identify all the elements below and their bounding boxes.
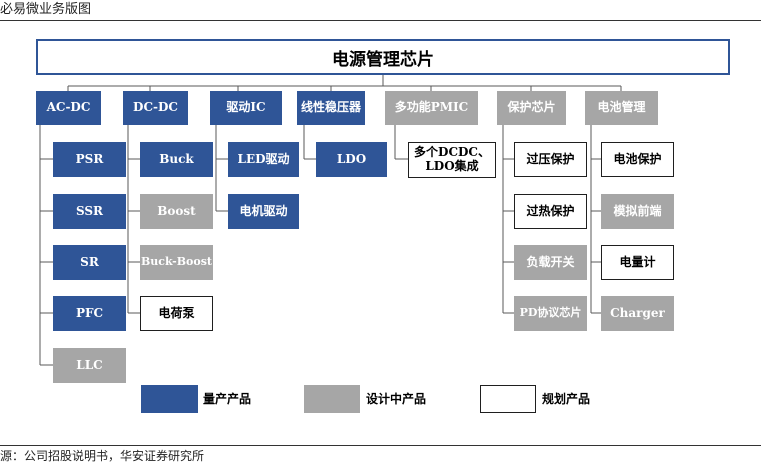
legend-label-planned: 规划产品 — [542, 392, 591, 406]
item-charger: Charger — [601, 296, 674, 331]
item-sr: SR — [53, 245, 126, 280]
item-battery-protection: 电池保护 — [601, 142, 674, 177]
category-drive-ic: 驱动IC — [210, 91, 282, 125]
item-charge-pump: 电荷泵 — [140, 296, 213, 331]
figure-caption: 必易微业务版图 — [0, 2, 92, 17]
item-boost: Boost — [140, 194, 213, 229]
item-buck: Buck — [140, 142, 213, 177]
legend-label-design: 设计中产品 — [366, 392, 427, 406]
item-buck-boost: Buck-Boost — [140, 245, 213, 280]
top-rule — [0, 20, 761, 21]
legend-swatch-production — [141, 385, 198, 413]
category-multi-function-pmic: 多功能PMIC — [385, 91, 478, 125]
legend-swatch-design — [304, 385, 360, 413]
legend-swatch-planned — [480, 385, 536, 413]
item-pd-protocol-chip: PD协议芯片 — [514, 296, 587, 331]
category-dc-dc: DC-DC — [123, 91, 188, 125]
category-linear-regulator: 线性稳压器 — [297, 91, 365, 125]
category-battery-management: 电池管理 — [585, 91, 658, 125]
item-pfc: PFC — [53, 296, 126, 331]
category-ac-dc: AC-DC — [36, 91, 101, 125]
item-analog-front-end: 模拟前端 — [601, 194, 674, 229]
item-multi-dcdc-ldo-line2: LDO集成 — [425, 159, 479, 173]
bottom-rule — [0, 445, 761, 446]
root-node-power-management-ic: 电源管理芯片 — [36, 39, 730, 75]
item-fuel-gauge: 电量计 — [601, 245, 674, 280]
figure-source: 源：公司招股说明书，华安证券研究所 — [0, 449, 205, 463]
item-overheat-protection: 过热保护 — [514, 194, 587, 229]
item-llc: LLC — [53, 348, 126, 383]
legend-label-production: 量产产品 — [203, 392, 252, 406]
item-multi-dcdc-ldo-line1: 多个DCDC、 — [414, 145, 490, 160]
item-load-switch: 负载开关 — [514, 245, 587, 280]
item-multi-dcdc-ldo-integration: 多个DCDC、 LDO集成 — [408, 142, 496, 178]
item-led-driver: LED驱动 — [228, 142, 299, 177]
item-motor-driver: 电机驱动 — [228, 194, 299, 229]
item-overvoltage-protection: 过压保护 — [514, 142, 587, 177]
item-ldo: LDO — [316, 142, 387, 177]
category-protection-chip: 保护芯片 — [497, 91, 566, 125]
item-ssr: SSR — [53, 194, 126, 229]
item-psr: PSR — [53, 142, 126, 177]
